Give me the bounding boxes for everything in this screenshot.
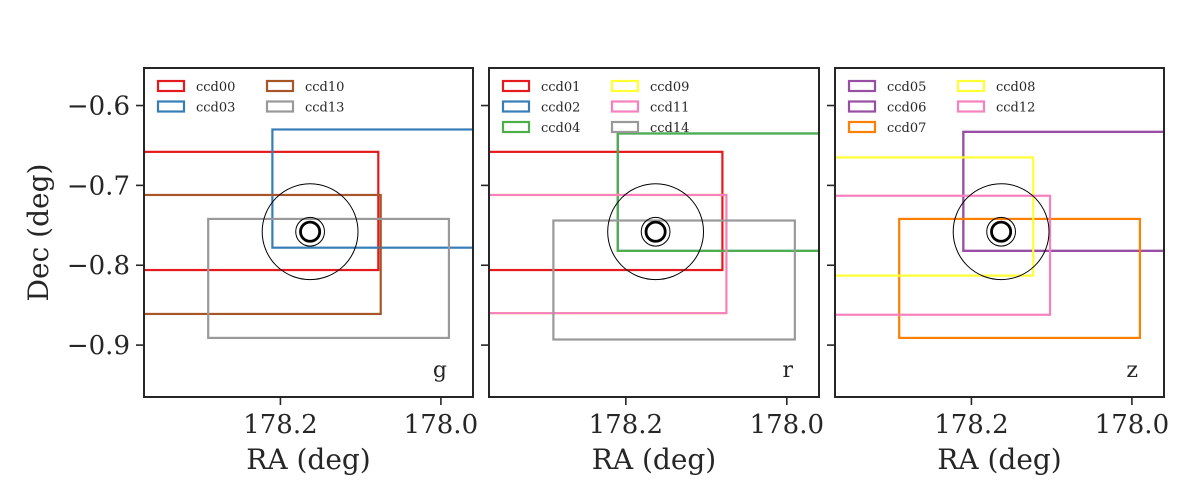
panel-z-legend-label-ccd12: ccd12 — [996, 101, 1035, 116]
panel-g-band-label: g — [433, 358, 447, 383]
panel-z-legend-swatch-ccd05 — [847, 79, 877, 93]
panel-r-target-circle-0 — [607, 183, 705, 281]
panel-g-y-tick-label: −0.7 — [67, 171, 130, 201]
panel-g-legend: ccd00 ccd03 ccd10 ccd13 — [156, 79, 344, 116]
panel-z-x-tick-label: 178.0 — [1095, 410, 1169, 440]
panel-r-x-tick-label: 178.2 — [589, 410, 663, 440]
panel-g-target-circle-1 — [295, 216, 325, 247]
panel-g-y-tick-label: −0.6 — [67, 92, 130, 122]
panel-z-band-label: z — [1126, 358, 1138, 383]
panel-z-legend-label-ccd07: ccd07 — [887, 121, 926, 136]
panel-z-legend-swatch-ccd08 — [956, 79, 986, 93]
panel-z-legend-label-ccd06: ccd06 — [887, 101, 926, 116]
panel-z-footprint-ccd08 — [835, 156, 1035, 277]
panel-r-legend-swatch-ccd01 — [501, 79, 531, 93]
panel-g-legend-label-ccd00: ccd00 — [196, 80, 235, 95]
panel-r-legend-swatch-ccd04 — [501, 120, 531, 134]
panel-g-y-tick-label: −0.8 — [67, 251, 130, 281]
panel-r-legend-label-ccd09: ccd09 — [650, 80, 689, 95]
panel-z-legend-label-ccd08: ccd08 — [996, 80, 1035, 95]
panel-g-footprint-ccd03 — [271, 128, 473, 249]
panel-z-target-circle-1 — [986, 216, 1016, 247]
panel-r-legend-label-ccd02: ccd02 — [541, 101, 580, 116]
panel-g-target-circle-0 — [261, 183, 359, 281]
panel-g-footprint-ccd10 — [144, 193, 382, 316]
panel-z-legend: ccd05 ccd06 ccd07 ccd08 ccd12 — [847, 79, 1035, 136]
panel-r-footprint-ccd09 — [489, 193, 728, 315]
panel-r-legend-label-ccd14: ccd14 — [650, 121, 689, 136]
panel-g-plot-area — [144, 128, 473, 340]
panel-g-x-tick-label: 178.2 — [243, 410, 317, 440]
panel-r-footprint-ccd04 — [616, 132, 819, 252]
panel-g-legend-label-ccd10: ccd10 — [305, 80, 344, 95]
panel-g-target-circle-2 — [299, 220, 322, 243]
panel-z-footprint-ccd07 — [898, 217, 1142, 340]
panel-g-y-axis-label: Dec (deg) — [22, 164, 55, 302]
panel-r-legend-swatch-ccd02 — [501, 100, 531, 113]
panel-z-x-axis-label: RA (deg) — [937, 443, 1061, 476]
panel-z-target-circle-2 — [990, 220, 1013, 243]
panel-g-legend-label-ccd13: ccd13 — [305, 101, 344, 116]
panel-g-footprint-ccd00 — [144, 150, 380, 272]
panel-r-legend-label-ccd11: ccd11 — [650, 101, 689, 116]
panel-r-legend-label-ccd01: ccd01 — [541, 80, 580, 95]
panel-z-plot-area — [835, 130, 1164, 340]
panel-r-legend-swatch-ccd14 — [610, 120, 640, 134]
panel-g-legend-swatch-ccd03 — [156, 100, 186, 113]
panel-g-x-tick-label: 178.0 — [404, 410, 478, 440]
panel-r-footprint-ccd01 — [489, 150, 724, 272]
panel-r-x-axis-label: RA (deg) — [592, 443, 716, 476]
panel-z-legend-swatch-ccd06 — [847, 100, 877, 113]
panel-r-target-circle-1 — [640, 216, 671, 247]
panel-r-legend: ccd01 ccd02 ccd04 ccd09 ccd11 ccd14 — [501, 79, 689, 136]
panel-z-footprint-ccd06 — [962, 130, 1164, 252]
panel-g-y-tick-label: −0.9 — [67, 331, 130, 361]
panel-g-legend-swatch-ccd00 — [156, 79, 186, 93]
panel-r-plot-area — [489, 132, 819, 341]
panel-r-legend-swatch-ccd09 — [610, 79, 640, 93]
panel-r-band-label: r — [782, 358, 793, 383]
panel-g-axes-frame — [143, 67, 474, 398]
panel-r-footprint-ccd11 — [489, 193, 728, 315]
panel-z-x-tick-label: 178.2 — [934, 410, 1008, 440]
panel-g-legend-label-ccd03: ccd03 — [196, 101, 235, 116]
panel-r-x-tick-label: 178.0 — [750, 410, 824, 440]
panel-r-target-circle-2 — [644, 220, 667, 243]
panel-r-legend-label-ccd04: ccd04 — [541, 121, 580, 136]
panel-r-axes-frame — [488, 67, 820, 398]
panel-z-legend-swatch-ccd12 — [956, 100, 986, 113]
panel-g-legend-swatch-ccd10 — [265, 79, 295, 93]
panel-r-footprint-ccd14 — [552, 219, 796, 341]
panel-g: 178.2 178.0 −0.6 −0.7 −0.8 −0.9 RA (deg) Dec (d… — [22, 67, 478, 476]
panel-z-legend-swatch-ccd07 — [847, 120, 877, 134]
panel-z-axes-frame — [834, 67, 1165, 398]
panel-z-target-circle-0 — [952, 183, 1050, 281]
panel-r-legend-swatch-ccd11 — [610, 100, 640, 113]
panel-z-legend-label-ccd05: ccd05 — [887, 80, 926, 95]
panel-g-legend-swatch-ccd13 — [265, 100, 295, 113]
panel-g-x-axis-label: RA (deg) — [246, 443, 370, 476]
panel-z-footprint-ccd12 — [835, 194, 1052, 316]
panel-g-footprint-ccd13 — [207, 217, 451, 340]
